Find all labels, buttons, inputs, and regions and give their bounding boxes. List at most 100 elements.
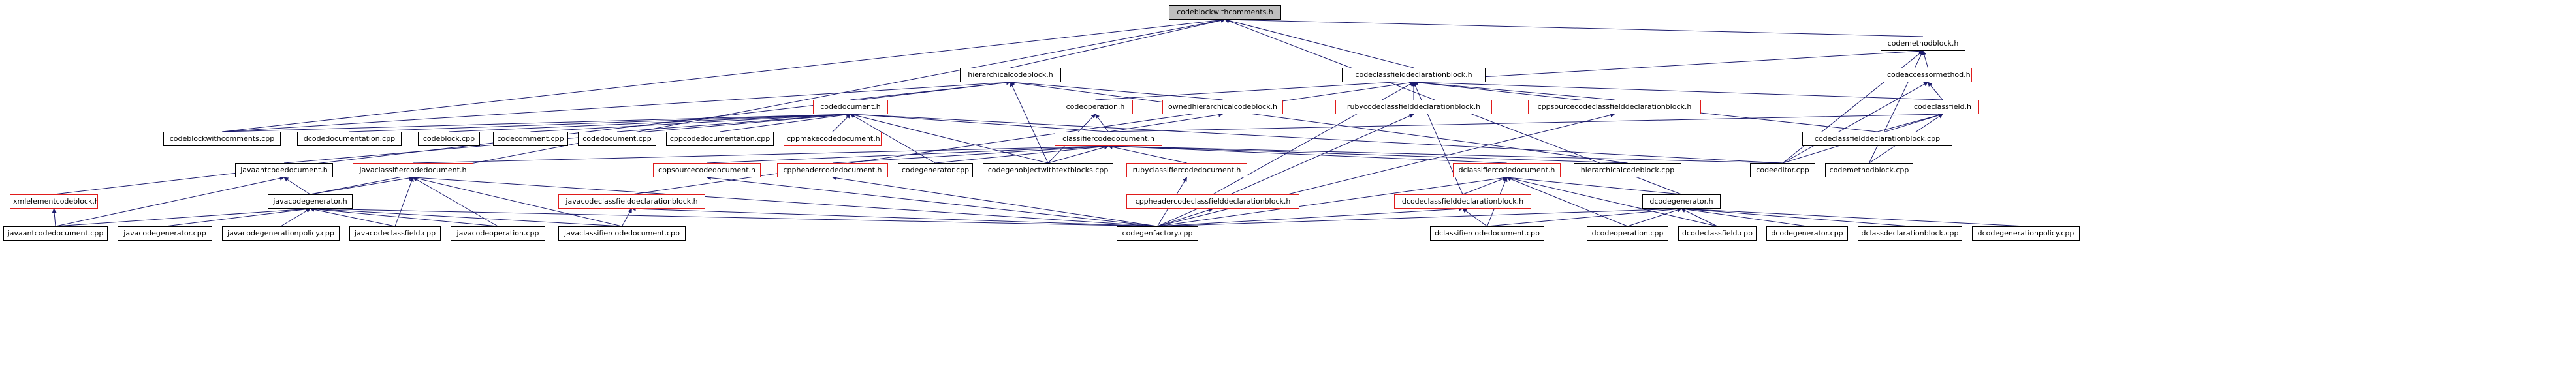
node-dcodegenerationpolicy-cpp[interactable]: dcodegenerationpolicy.cpp: [1972, 226, 2080, 241]
node-codeeditor-cpp[interactable]: codeeditor.cpp: [1750, 163, 1815, 177]
node-ownedhierarchicalcodeblock-h[interactable]: ownedhierarchicalcodeblock.h: [1162, 100, 1283, 114]
edge-dcodegenerationpolicy-cpp-to-dcodegenerator-h: [1681, 206, 2026, 227]
edge-codegenfactory-cpp-to-javacodegenerator-h: [310, 206, 1158, 227]
edge-javacodeclassfield-cpp-to-javaclassifiercodedocument-h: [394, 177, 414, 227]
edge-dcodeclassfielddeclarationblock-h-to-codeclassfielddeclarationblock-h: [1413, 82, 1463, 195]
node-javaantcodedocument-h[interactable]: javaantcodedocument.h: [235, 163, 333, 177]
edge-classifiercodedocument-h-to-codedocument-h: [850, 112, 1109, 132]
node-cppsourcecodeclassfielddeclarationblock-h[interactable]: cppsourcecodeclassfielddeclarationblock.…: [1528, 100, 1701, 114]
edge-javacodeclassfield-cpp-to-javacodegenerator-h: [310, 207, 396, 227]
edge-codegenfactory-cpp-to-cppheadercodedocument-h: [832, 175, 1158, 227]
edge-javaclassifiercodedocument-cpp-to-javaclassifiercodedocument-h: [412, 176, 622, 227]
node-xmlelementcodeblock-h[interactable]: xmlelementcodeblock.h: [10, 194, 98, 209]
node-cppheadercodeclassfielddeclarationblock-h[interactable]: cppheadercodeclassfielddeclarationblock.…: [1126, 194, 1299, 209]
node-hierarchicalcodeblock-cpp[interactable]: hierarchicalcodeblock.cpp: [1574, 163, 1681, 177]
node-codegenobjectwithtextblocks-cpp[interactable]: codegenobjectwithtextblocks.cpp: [983, 163, 1113, 177]
node-javaantcodedocument-cpp[interactable]: javaantcodedocument.cpp: [3, 226, 108, 241]
edge-codeblock-cpp-to-codedocument-h: [449, 112, 851, 132]
edge-javacodeoperation-cpp-to-javacodegenerator-h: [310, 207, 498, 227]
edge-dcodedocumentation-cpp-to-codedocument-h: [349, 112, 851, 132]
edge-codegenobjectwithtextblocks-cpp-to-hierarchicalcodeblock-h: [1010, 82, 1049, 164]
edge-dcodeclassfielddeclarationblock-h-to-dclassifiercodedocument-h: [1462, 176, 1508, 195]
node-javacodeoperation-cpp[interactable]: javacodeoperation.cpp: [451, 226, 545, 241]
node-cppcodedocumentation-cpp[interactable]: cppcodedocumentation.cpp: [666, 132, 774, 146]
edge-javaantcodedocument-cpp-to-javaantcodedocument-h: [55, 175, 285, 227]
node-rubycodeclassfielddeclarationblock-h[interactable]: rubycodeclassfielddeclarationblock.h: [1335, 100, 1492, 114]
node-hierarchicalcodeblock-h[interactable]: hierarchicalcodeblock.h: [960, 68, 1061, 82]
edge-codegenfactory-cpp-to-dclassifiercodedocument-h: [1157, 175, 1508, 227]
edge-codegenfactory-cpp-to-dcodegenerator-h: [1157, 206, 1682, 227]
edge-codegenerator-cpp-to-classifiercodedocument-h: [935, 144, 1109, 164]
edge-javacodegenerator-cpp-to-javacodegenerator-h: [165, 207, 311, 227]
node-dcodegenerator-h[interactable]: dcodegenerator.h: [1642, 194, 1721, 209]
node-dcodegenerator-cpp[interactable]: dcodegenerator.cpp: [1766, 226, 1848, 241]
edge-codeblockwithcomments-cpp-to-codedocument-h: [221, 112, 851, 132]
node-rubyclassifiercodedocument-h[interactable]: rubyclassifiercodedocument.h: [1126, 163, 1247, 177]
edge-codegenobjectwithtextblocks-cpp-to-codedocument-h: [850, 113, 1049, 164]
edge-codegenerator-cpp-to-codedocument-h: [850, 114, 936, 164]
node-codeclassfielddeclarationblock-h[interactable]: codeclassfielddeclarationblock.h: [1342, 68, 1486, 82]
node-codemethodblock-h[interactable]: codemethodblock.h: [1881, 37, 1965, 51]
node-javaclassifiercodedocument-h[interactable]: javaclassifiercodedocument.h: [353, 163, 473, 177]
node-classifiercodedocument-h[interactable]: classifiercodedocument.h: [1055, 132, 1162, 146]
node-codecomment-cpp[interactable]: codecomment.cpp: [493, 132, 568, 146]
edge-dclassifiercodedocument-cpp-to-dcodegenerator-h: [1487, 207, 1682, 227]
node-codeblock-cpp[interactable]: codeblock.cpp: [418, 132, 480, 146]
edge-codecomment-cpp-to-codedocument-h: [530, 112, 851, 132]
edge-codegenfactory-cpp-to-dcodeclassfielddeclarationblock-h: [1157, 206, 1463, 227]
node-javacodegenerator-h[interactable]: javacodegenerator.h: [268, 194, 353, 209]
edge-codeeditor-cpp-to-codedocument-h: [850, 112, 1783, 164]
node-cppmakecodedocument-h[interactable]: cppmakecodedocument.h: [784, 132, 882, 146]
node-codeaccessormethod-h[interactable]: codeaccessormethod.h: [1884, 68, 1972, 82]
node-dclassdeclarationblock-cpp[interactable]: dclassdeclarationblock.cpp: [1858, 226, 1962, 241]
edge-javaantcodedocument-cpp-to-xmlelementcodeblock-h: [52, 208, 57, 227]
edge-dclassifiercodedocument-cpp-to-dcodeclassfielddeclarationblock-h: [1462, 208, 1487, 227]
node-dclassifiercodedocument-h[interactable]: dclassifiercodedocument.h: [1453, 163, 1561, 177]
node-dcodeclassfield-cpp[interactable]: dcodeclassfield.cpp: [1678, 226, 1757, 241]
node-codeblockwithcomments-h[interactable]: codeblockwithcomments.h: [1169, 5, 1281, 20]
edge-dcodeclassfield-cpp-to-dcodegenerator-h: [1681, 208, 1718, 227]
node-dcodeoperation-cpp[interactable]: dcodeoperation.cpp: [1587, 226, 1668, 241]
node-javacodeclassfielddeclarationblock-h[interactable]: javacodeclassfielddeclarationblock.h: [558, 194, 705, 209]
edge-codeblockwithcomments-cpp-to-root: [221, 18, 1226, 132]
node-dcodedocumentation-cpp[interactable]: dcodedocumentation.cpp: [297, 132, 402, 146]
edge-ownedhierarchicalcodeblock-h-to-hierarchicalcodeblock-h: [1010, 80, 1223, 100]
node-codegenfactory-cpp[interactable]: codegenfactory.cpp: [1117, 226, 1198, 241]
node-codeoperation-h[interactable]: codeoperation.h: [1058, 100, 1133, 114]
edge-codeoperation-h-to-codemethodblock-h: [1095, 48, 1924, 100]
edge-codegenobjectwithtextblocks-cpp-to-classifiercodedocument-h: [1047, 145, 1109, 164]
node-codedocument-cpp[interactable]: codedocument.cpp: [578, 132, 656, 146]
edge-javaclassifiercodedocument-cpp-to-javacodeclassfielddeclarationblock-h: [622, 208, 632, 227]
node-codeblockwithcomments-cpp[interactable]: codeblockwithcomments.cpp: [163, 132, 281, 146]
edge-codeeditor-cpp-to-classifiercodedocument-h: [1107, 144, 1783, 164]
node-dcodeclassfielddeclarationblock-h[interactable]: dcodeclassfielddeclarationblock.h: [1394, 194, 1531, 209]
edge-javaantcodedocument-cpp-to-javacodegenerator-h: [55, 206, 311, 227]
node-dclassifiercodedocument-cpp[interactable]: dclassifiercodedocument.cpp: [1430, 226, 1544, 241]
edge-dcodegenerator-cpp-to-dcodegenerator-h: [1681, 207, 1807, 227]
node-cppsourcecodedocument-h[interactable]: cppsourcecodedocument.h: [653, 163, 761, 177]
node-javaclassifiercodedocument-cpp[interactable]: javaclassifiercodedocument.cpp: [558, 226, 686, 241]
edge-cppcodedocumentation-cpp-to-codedocument-h: [720, 112, 851, 132]
edge-javacodegenerator-h-to-javaantcodedocument-h: [283, 177, 311, 195]
node-cppheadercodedocument-h[interactable]: cppheadercodedocument.h: [777, 163, 888, 177]
node-codedocument-h[interactable]: codedocument.h: [813, 100, 888, 114]
node-javacodegenerationpolicy-cpp[interactable]: javacodegenerationpolicy.cpp: [222, 226, 340, 241]
node-codeclassfielddeclarationblock-cpp[interactable]: codeclassfielddeclarationblock.cpp: [1802, 132, 1952, 146]
node-codeclassfield-h[interactable]: codeclassfield.h: [1907, 100, 1979, 114]
node-codemethodblock-cpp[interactable]: codemethodblock.cpp: [1825, 163, 1913, 177]
edge-codeclassfielddeclarationblock-h-to-root: [1224, 18, 1414, 68]
edge-dcodegenerator-h-to-dclassifiercodedocument-h: [1506, 175, 1682, 195]
edge-dcodeoperation-cpp-to-dclassifiercodedocument-h: [1506, 177, 1628, 227]
node-codegenerator-cpp[interactable]: codegenerator.cpp: [898, 163, 973, 177]
edge-cppsourcecodedocument-h-to-classifiercodedocument-h: [707, 144, 1109, 164]
edge-classifiercodedocument-h-to-ownedhierarchicalcodeblock-h: [1108, 112, 1224, 132]
edge-rubyclassifiercodedocument-h-to-classifiercodedocument-h: [1107, 144, 1187, 164]
edge-codemethodblock-h-to-root: [1224, 17, 1924, 37]
edge-hierarchicalcodeblock-h-to-root: [1010, 18, 1226, 68]
edge-javaclassifiercodedocument-h-to-classifiercodedocument-h: [413, 144, 1109, 164]
node-javacodeclassfield-cpp[interactable]: javacodeclassfield.cpp: [349, 226, 441, 241]
node-javacodegenerator-cpp[interactable]: javacodegenerator.cpp: [118, 226, 212, 241]
edge-codeblockwithcomments-cpp-to-hierarchicalcodeblock-h: [221, 80, 1011, 132]
edge-codegenfactory-cpp-to-cppsourcecodedocument-h: [706, 175, 1158, 227]
